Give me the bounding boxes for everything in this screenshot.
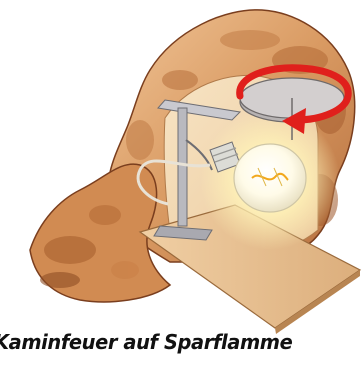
- light-bulb: [234, 144, 306, 212]
- caption-title: Kaminfeuer auf Sparflamme: [0, 330, 353, 354]
